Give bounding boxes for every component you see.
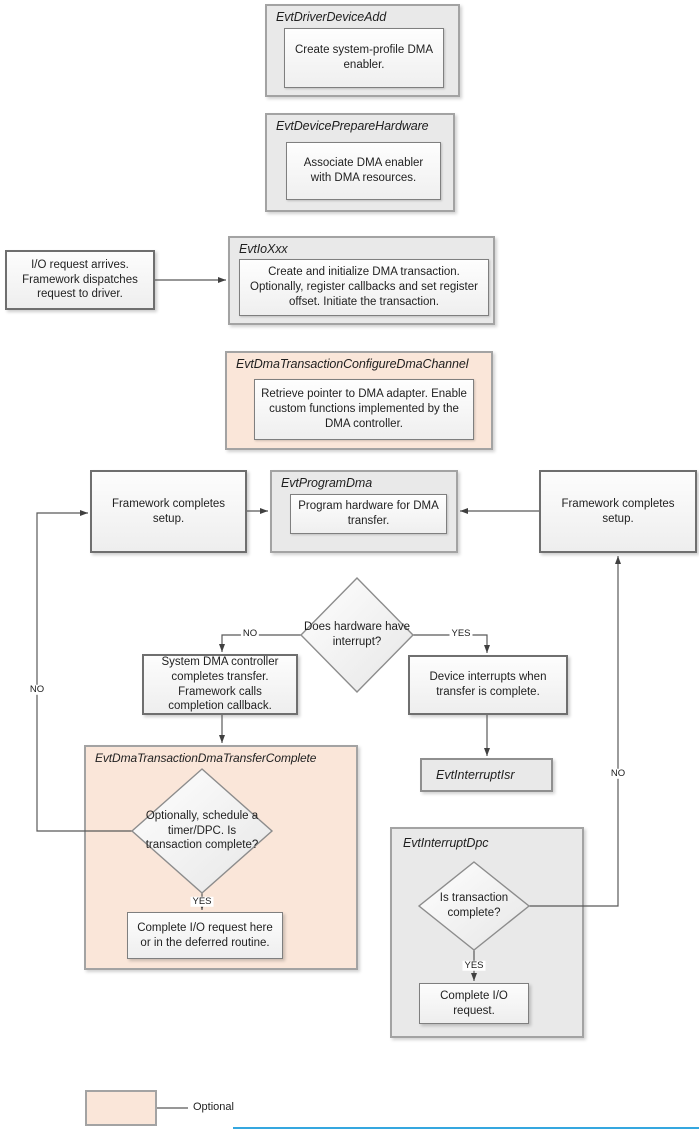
edge-label-no: NO: [27, 683, 47, 696]
legend-optional-label: Optional: [193, 1101, 234, 1113]
node-title: EvtDmaTransactionConfigureDmaChannel: [236, 357, 469, 371]
node-body: Program hardware for DMA transfer.: [290, 494, 447, 534]
node-complete-io: Complete I/O request.: [419, 983, 529, 1024]
node-body: Create and initialize DMA transaction. O…: [239, 259, 489, 316]
legend-optional-swatch: [85, 1090, 157, 1126]
node-system-dma-completes: System DMA controller completes transfer…: [142, 654, 298, 715]
node-title: EvtDriverDeviceAdd: [276, 10, 387, 24]
node-body: Create system-profile DMA enabler.: [284, 28, 444, 88]
node-title: EvtIoXxx: [239, 242, 288, 256]
node-complete-io-deferred: Complete I/O request here or in the defe…: [127, 912, 283, 959]
node-program-dma: EvtProgramDma Program hardware for DMA t…: [270, 470, 458, 553]
node-io-request: I/O request arrives. Framework dispatche…: [5, 250, 155, 310]
node-title: EvtDmaTransactionDmaTransferComplete: [95, 751, 317, 765]
decision-dpc-transaction-complete-text: Is transaction complete?: [439, 892, 509, 919]
node-device-interrupts: Device interrupts when transfer is compl…: [408, 655, 568, 715]
node-configure-dma-channel: EvtDmaTransactionConfigureDmaChannel Ret…: [225, 351, 493, 450]
node-body: Retrieve pointer to DMA adapter. Enable …: [254, 379, 474, 440]
decision-transaction-complete-text: Optionally, schedule a timer/DPC. Is tra…: [145, 809, 259, 852]
node-body: Associate DMA enabler with DMA resources…: [286, 142, 441, 200]
node-device-prepare-hardware: EvtDevicePrepareHardware Associate DMA e…: [265, 113, 455, 212]
edge-label-yes: YES: [462, 959, 486, 972]
bottom-border-line: [233, 1127, 699, 1129]
node-framework-setup-left: Framework completes setup.: [90, 470, 247, 553]
node-driver-device-add: EvtDriverDeviceAdd Create system-profile…: [265, 4, 460, 97]
edge-label-yes: YES: [190, 895, 214, 908]
node-framework-setup-right: Framework completes setup.: [539, 470, 697, 553]
edge-label-no: NO: [240, 627, 260, 640]
node-title: EvtProgramDma: [281, 476, 373, 490]
node-io-xxx: EvtIoXxx Create and initialize DMA trans…: [228, 236, 495, 325]
node-title: EvtDevicePrepareHardware: [276, 119, 429, 133]
node-interrupt-isr: EvtInterruptIsr: [420, 758, 553, 792]
connector-decision-no-to-systemdma: [219, 634, 301, 652]
edge-label-no: NO: [608, 767, 628, 780]
node-title: EvtInterruptDpc: [403, 836, 489, 850]
decision-hardware-interrupt-text: Does hardware have interrupt?: [303, 621, 411, 648]
edge-label-yes: YES: [449, 627, 473, 640]
